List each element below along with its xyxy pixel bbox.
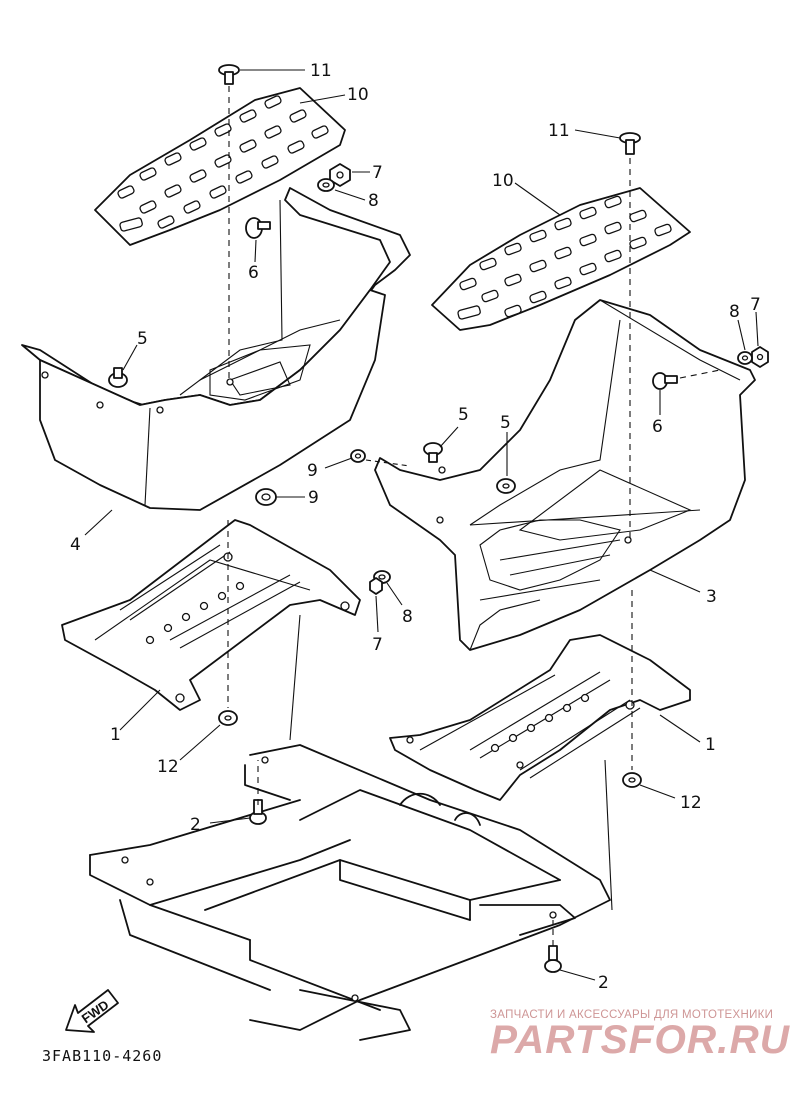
callout-6-left: 6 <box>248 263 259 283</box>
callout-10-right: 10 <box>492 171 514 191</box>
bolt-6-left <box>245 217 271 239</box>
callout-11-right: 11 <box>548 121 570 141</box>
callout-8-left: 8 <box>368 191 379 211</box>
callout-4: 4 <box>70 535 81 555</box>
callout-5-left: 5 <box>137 329 148 349</box>
nut-7-center <box>369 577 383 595</box>
callout-leaders <box>84 69 759 981</box>
callout-1-left: 1 <box>110 725 121 745</box>
footboard-left-cleats <box>117 95 329 232</box>
bolt-11-left <box>218 64 240 85</box>
bolt-2-right <box>544 945 562 973</box>
callout-5-right-a: 5 <box>458 405 469 425</box>
callout-1-right: 1 <box>705 735 716 755</box>
forward-arrow: FWD <box>65 989 119 1033</box>
watermark-tagline: ЗАПЧАСТИ И АКСЕССУАРЫ ДЛЯ МОТОТЕХНИКИ <box>490 1009 773 1021</box>
washer-8-left <box>317 178 335 192</box>
callout-7-right: 7 <box>750 295 761 315</box>
callout-8-right: 8 <box>729 302 740 322</box>
watermark-brand: PARTSFOR.RU <box>490 1018 790 1062</box>
callout-10-left: 10 <box>347 85 369 105</box>
watermark: ЗАПЧАСТИ И АКСЕССУАРЫ ДЛЯ МОТОТЕХНИКИ PA… <box>490 1009 790 1062</box>
callout-11-left: 11 <box>310 61 332 81</box>
callout-2-right: 2 <box>598 973 609 993</box>
grommet-9-left <box>255 488 277 506</box>
bracket-plate-right <box>389 634 691 801</box>
bracket-plate-left <box>61 519 361 711</box>
right-footrest-group <box>350 132 769 973</box>
footrest-body-right <box>374 299 756 651</box>
callout-6-right: 6 <box>652 417 663 437</box>
washer-8-right <box>737 351 753 365</box>
bolt-11-right <box>619 132 641 155</box>
callout-3: 3 <box>706 587 717 607</box>
diagram-code: 3FAB110-4260 <box>42 1047 162 1065</box>
grommet-9-right <box>350 449 366 463</box>
nut-7-right <box>751 346 769 368</box>
bolt-6-right <box>652 372 678 390</box>
callout-7-center: 7 <box>372 635 383 655</box>
callout-2-left: 2 <box>190 815 201 835</box>
footboard-right-cleats <box>457 195 672 320</box>
bolt-5-left <box>108 367 128 388</box>
nut-12-right <box>622 772 642 788</box>
bolt-5-right-b <box>496 478 516 494</box>
callout-12-left: 12 <box>157 757 179 777</box>
callout-5-right-b: 5 <box>500 413 511 433</box>
nut-12-left <box>218 710 238 726</box>
callout-12-right: 12 <box>680 793 702 813</box>
callout-9-left: 9 <box>308 488 319 508</box>
callout-7-left: 7 <box>372 163 383 183</box>
left-footrest-group <box>21 64 411 825</box>
callout-9-right: 9 <box>307 461 318 481</box>
callout-8-center: 8 <box>402 607 413 627</box>
callout-labels: 11 10 7 8 6 5 4 9 1 12 2 11 10 8 7 6 5 5… <box>70 61 761 993</box>
frame-assembly <box>89 744 611 1041</box>
bolt-5-right-a <box>423 442 443 463</box>
